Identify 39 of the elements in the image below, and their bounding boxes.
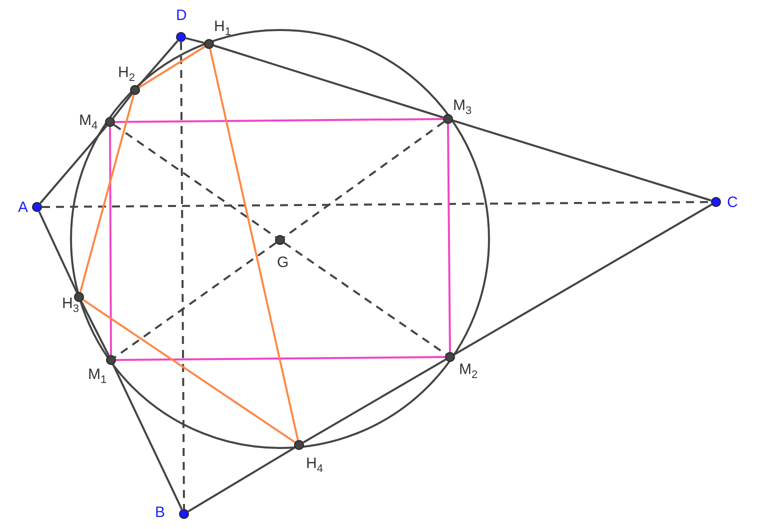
line-segment <box>38 211 78 293</box>
line-segment <box>116 356 445 361</box>
line-segment <box>188 446 296 512</box>
line-segment <box>112 364 183 510</box>
dashed-line <box>42 201 711 208</box>
point-label: M$_{4}$ <box>79 113 98 134</box>
dashed-line <box>284 121 444 238</box>
point-label: H$_{3}$ <box>62 296 79 317</box>
point-label: H$_{2}$ <box>118 65 135 86</box>
point-label: M$_{2}$ <box>459 362 478 383</box>
point-label: B <box>155 505 166 521</box>
line-segment <box>186 37 204 44</box>
line-segment <box>447 124 451 352</box>
point-label: A <box>18 200 28 216</box>
dashed-line <box>114 124 276 238</box>
point-label: M$_{3}$ <box>453 98 472 119</box>
dashed-line <box>114 242 276 358</box>
point-label: H$_{1}$ <box>214 19 231 40</box>
line-segment <box>454 204 712 356</box>
line-segment <box>214 44 444 118</box>
line-segment <box>112 93 133 119</box>
line-segment <box>109 127 112 355</box>
line-segment <box>302 358 446 444</box>
line-segment <box>40 125 108 204</box>
line-segment <box>80 301 110 356</box>
line-segment <box>138 46 206 88</box>
point-label: M$_{1}$ <box>88 367 107 388</box>
dashed-line <box>180 42 185 509</box>
point-label: H$_{4}$ <box>306 456 323 477</box>
line-segment <box>115 118 443 123</box>
line-segment <box>79 94 135 292</box>
point-label: G <box>277 255 289 271</box>
point-label: C <box>727 195 738 211</box>
line-segment <box>82 298 296 444</box>
dashed-line <box>284 242 446 356</box>
line-segment <box>209 48 299 440</box>
line-segment <box>452 120 712 202</box>
line-segment <box>138 40 178 87</box>
point-label: D <box>176 8 187 24</box>
